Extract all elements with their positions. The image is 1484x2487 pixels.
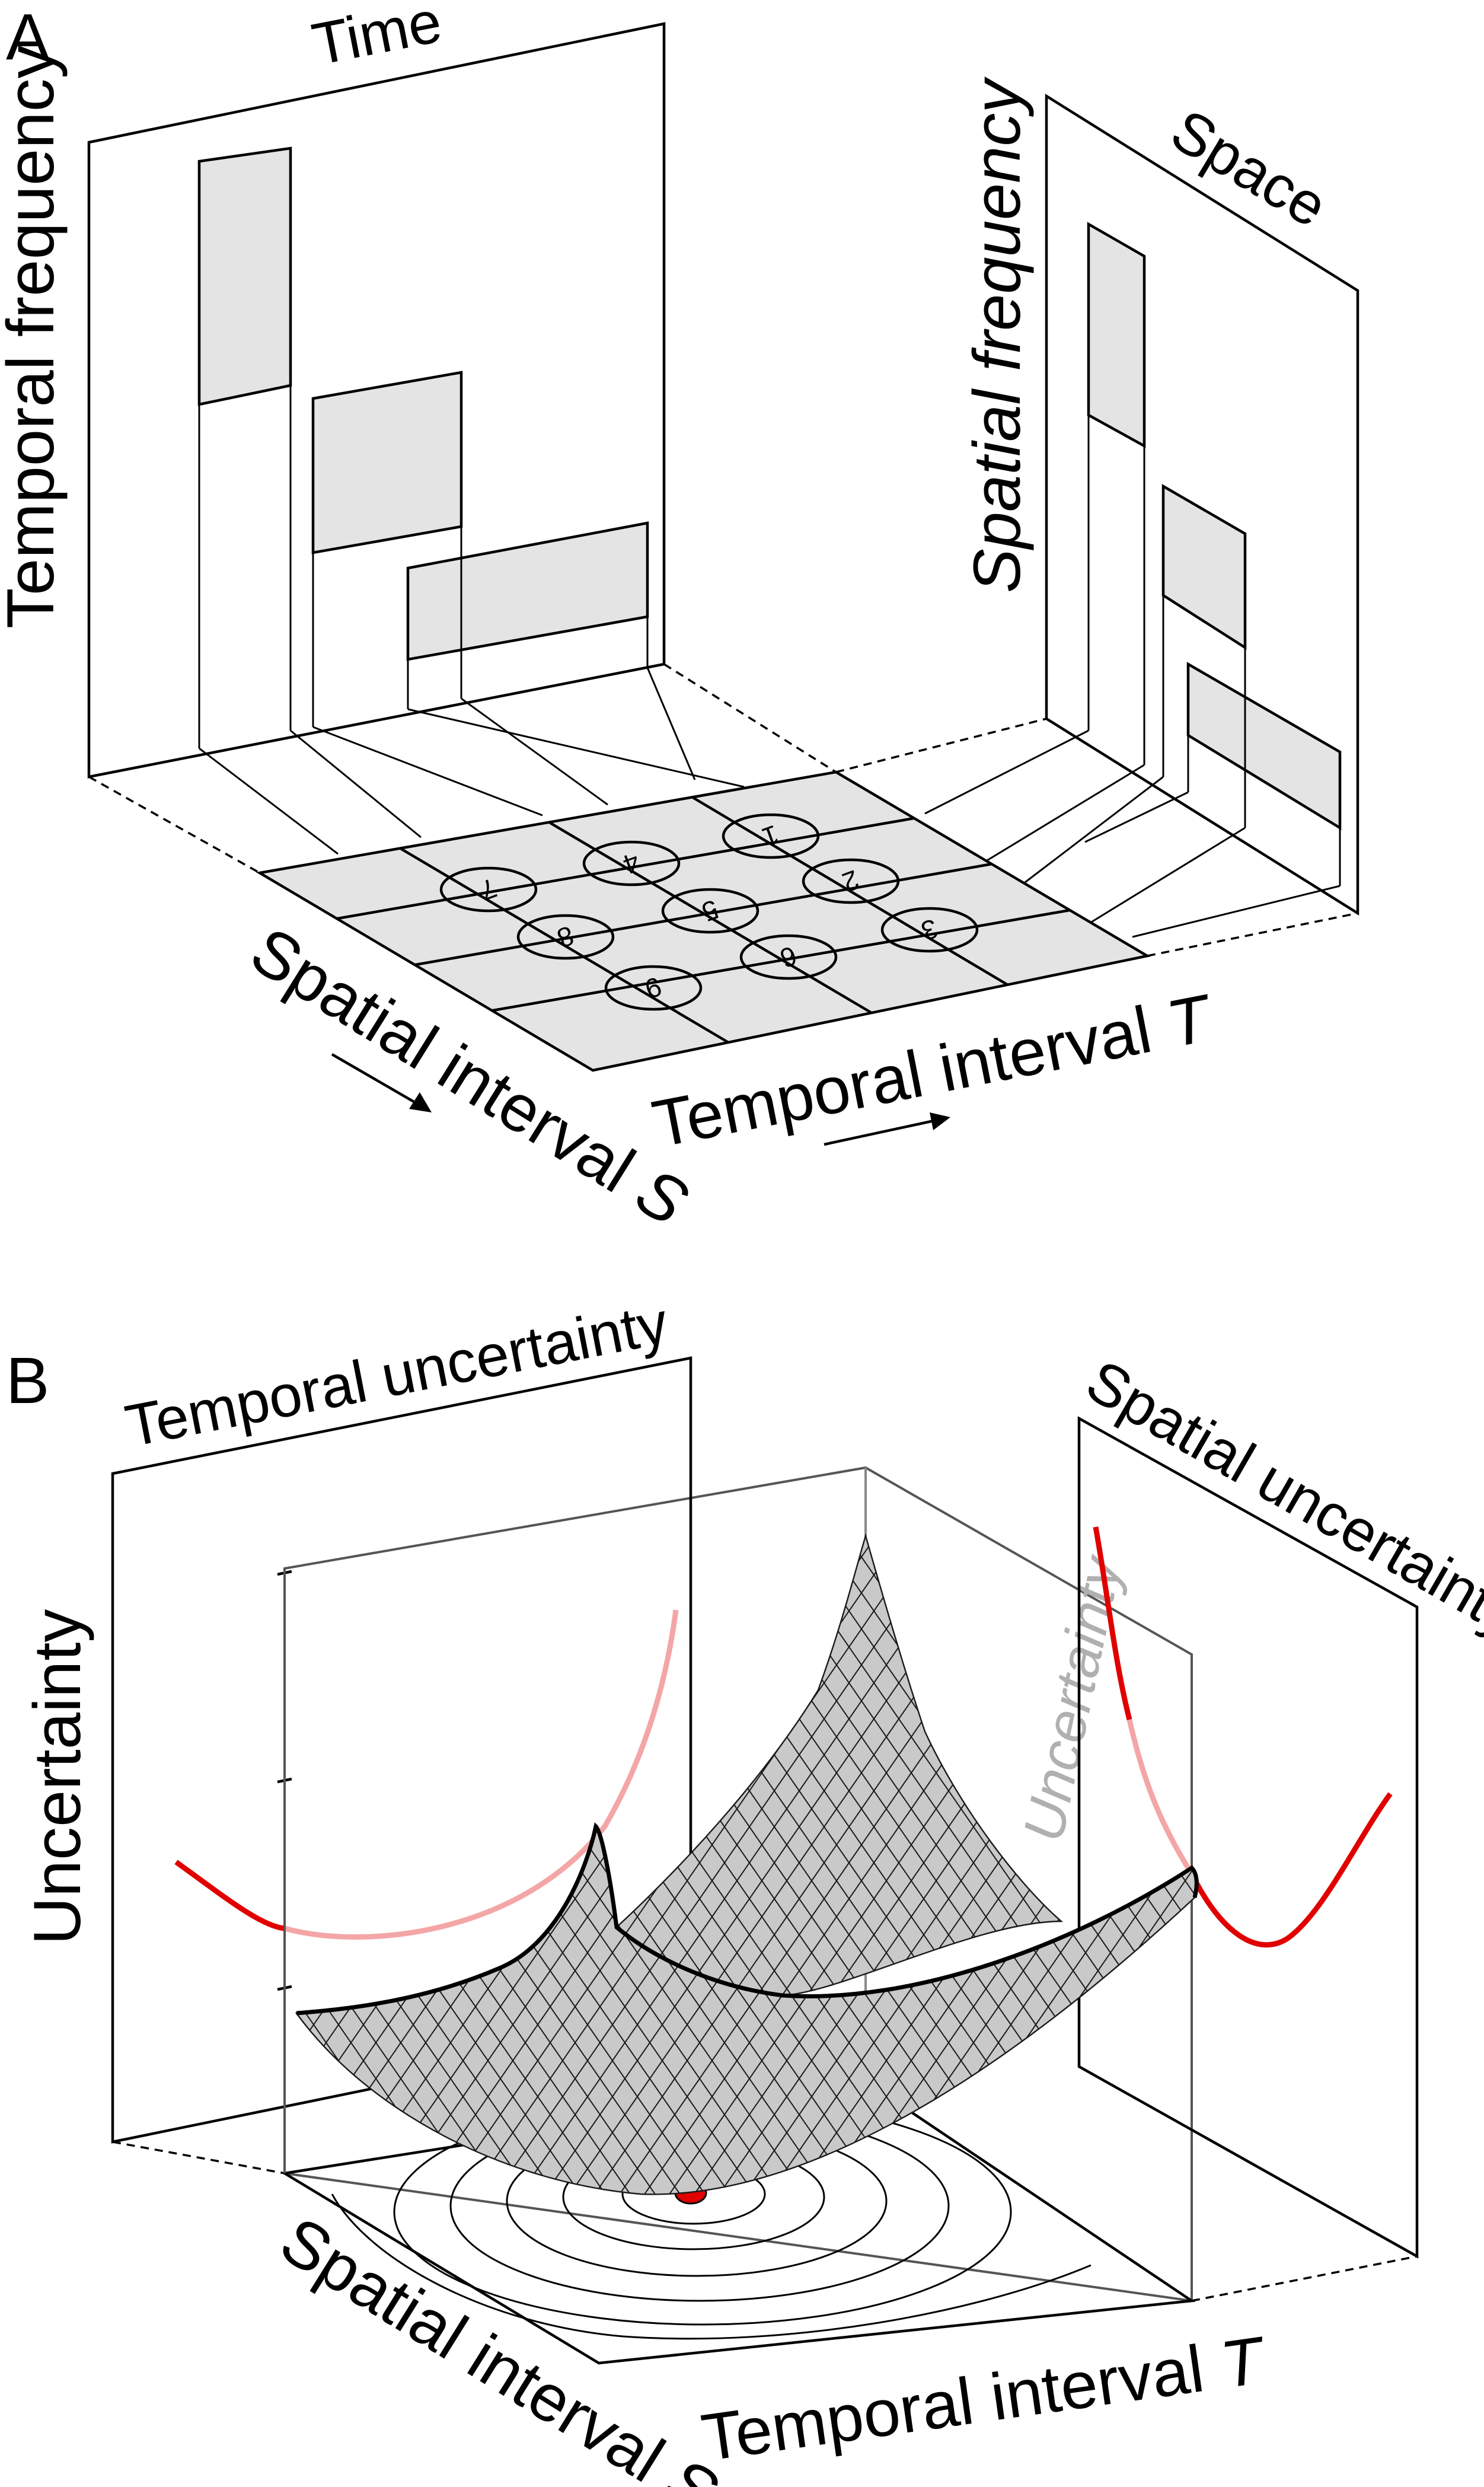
panel-b-letter: B [6,1344,49,1417]
space-box-mid [1161,484,1247,651]
space-box-low [1186,662,1342,831]
time-box-mid [311,371,463,554]
spatial-uncertainty-title: Spatial uncertainty [1075,1347,1484,1649]
time-box-high [197,146,292,406]
uncertainty-axis-label: Uncertainty [20,1609,94,1945]
temporal-uncertainty-curve [174,1860,285,1931]
panel-a: A Time Temporal frequency Space Spatial … [0,0,1359,1240]
space-drop-lines [1087,415,1341,886]
interval-grid-lines [256,770,1151,1072]
spatial-uncertainty-curve-top [1093,1526,1132,1721]
time-drop-lines [198,385,649,748]
spatial-uncertainty-curve-behind [1126,1719,1194,1876]
spatial-uncertainty-curve [1189,1792,1393,1948]
panel-b: B Uncertainty Temporal uncertainty Uncer… [6,1290,1484,2487]
floor-dashed-connectors-b [112,2141,1418,2302]
time-box-low [406,521,649,661]
space-box-high [1087,222,1146,448]
surface-rim [296,1822,1199,2016]
uncertainty-back-label: Uncertainty [1011,1549,1134,1847]
temporal-interval-label-b: Temporal interval T [697,2322,1271,2475]
floor-dashed-lines [88,663,1358,957]
temporal-uncertainty-title: Temporal uncertainty [120,1290,674,1460]
space-title: Space [1160,97,1339,240]
spatial-interval-label-b: Spatial interval S [268,2202,730,2487]
temporal-frequency-label: Temporal frequency [0,45,68,629]
spatial-frequency-label: Spatial frequency [960,76,1034,593]
spatial-interval-arrow-a [331,1053,432,1112]
temporal-interval-arrow-a [824,1112,950,1146]
interval-grid-floor [260,772,1147,1070]
temporal-uncertainty-curve-behind [283,1609,679,1940]
time-title: Time [307,0,447,78]
panel-a-letter: A [6,1,50,74]
